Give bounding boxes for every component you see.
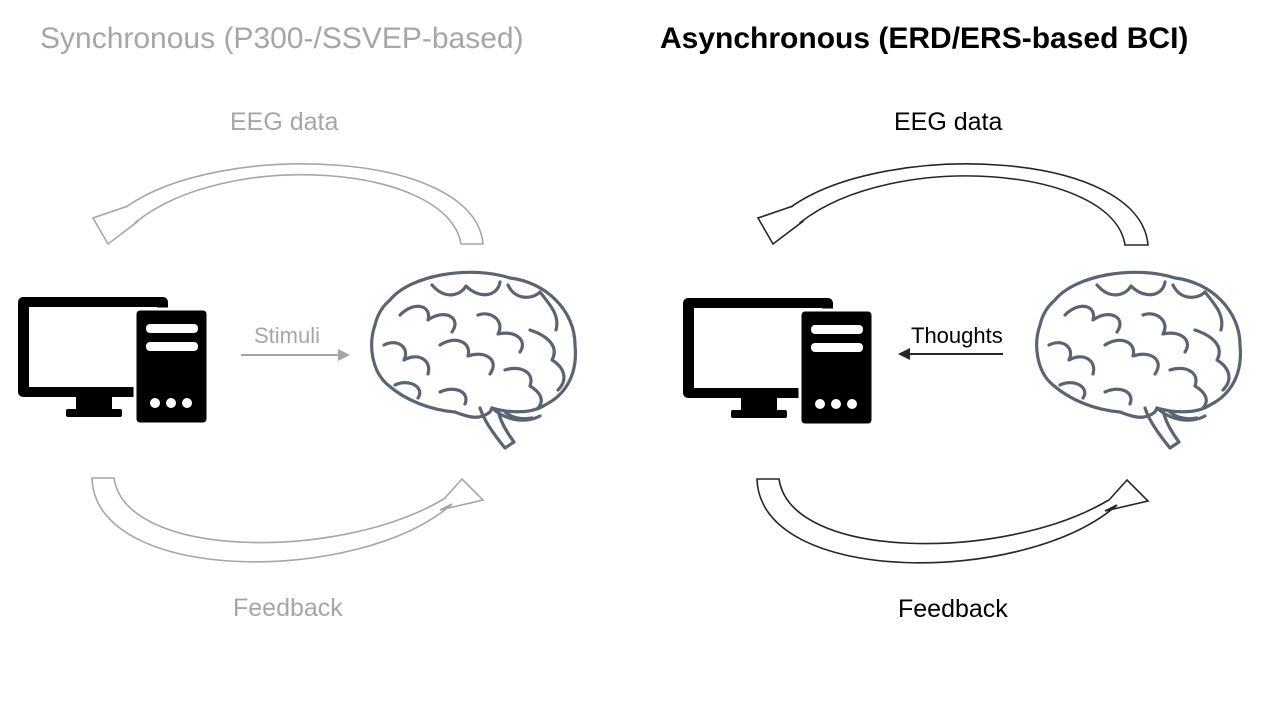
computer-icon bbox=[683, 298, 875, 427]
eeg-data-arrow bbox=[91, 163, 484, 246]
eeg-data-label: EEG data bbox=[230, 108, 339, 136]
stimuli-arrow bbox=[241, 349, 350, 361]
synchronous-panel: Synchronous (P300-/SSVEP-based) EEG data… bbox=[18, 22, 578, 622]
asynchronous-title: Asynchronous (ERD/ERS-based BCI) bbox=[660, 22, 1189, 55]
feedback-label: Feedback bbox=[898, 595, 1008, 623]
asynchronous-panel: Asynchronous (ERD/ERS-based BCI) EEG dat… bbox=[635, 0, 1270, 708]
feedback-arrow bbox=[756, 478, 1150, 564]
thoughts-arrow bbox=[898, 348, 1003, 360]
feedback-label: Feedback bbox=[233, 594, 343, 622]
asynchronous-diagram bbox=[683, 163, 1243, 564]
eeg-data-arrow bbox=[756, 163, 1149, 246]
brain-icon bbox=[370, 270, 578, 450]
synchronous-title: Synchronous (P300-/SSVEP-based) bbox=[40, 22, 524, 55]
thoughts-label: Thoughts bbox=[911, 323, 1003, 348]
eeg-data-label: EEG data bbox=[894, 108, 1003, 136]
stimuli-label: Stimuli bbox=[254, 323, 321, 348]
feedback-arrow bbox=[91, 477, 485, 563]
synchronous-diagram bbox=[18, 163, 578, 563]
computer-icon bbox=[18, 297, 210, 426]
brain-icon bbox=[1035, 270, 1243, 450]
